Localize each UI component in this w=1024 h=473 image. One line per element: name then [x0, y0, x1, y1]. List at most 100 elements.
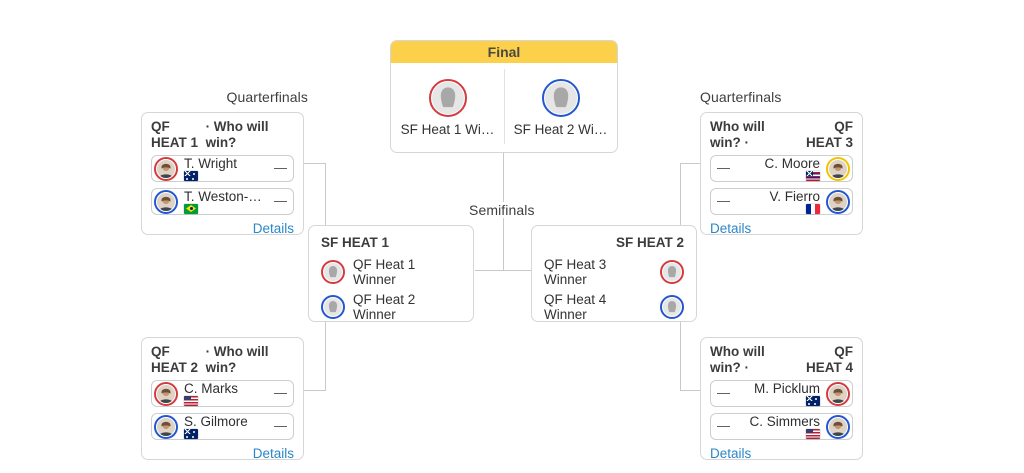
- player-name: V. Fierro: [769, 188, 820, 204]
- player-name-flag: V. Fierro: [769, 188, 820, 214]
- qf-question-label: · Who will win?: [205, 119, 269, 150]
- australia-flag-icon: [806, 395, 820, 406]
- final-card: Final SF Heat 1 Wi… SF Heat 2 Wi…: [390, 40, 618, 153]
- quarterfinal-heat-1-card: QF HEAT 1 · Who will win? T. Wright — T.…: [141, 112, 304, 236]
- qf-heat-label: QF HEAT 3: [805, 119, 853, 150]
- silhouette-avatar-icon: [660, 295, 684, 319]
- semifinal-slot[interactable]: QF Heat 4 Winner: [544, 292, 684, 322]
- score-dash: —: [717, 418, 730, 433]
- details-link[interactable]: Details: [710, 446, 752, 461]
- final-divider: [504, 69, 505, 144]
- player-name: C. Simmers: [749, 413, 821, 429]
- semifinal-heat-1-card: SF HEAT 1 QF Heat 1 Winner QF Heat 2 Win…: [308, 225, 474, 322]
- brazil-flag-icon: [184, 203, 198, 214]
- player-row[interactable]: V. Fierro —: [710, 188, 853, 215]
- quarterfinals-label-right: Quarterfinals: [700, 89, 782, 105]
- player-name-flag: T. Wright: [184, 155, 238, 181]
- quarterfinals-label-left: Quarterfinals: [226, 89, 308, 105]
- qf-header: QF HEAT 2 · Who will win?: [151, 344, 294, 376]
- player-photo-avatar: [154, 381, 178, 406]
- quarterfinal-heat-4-card: Who will win? · QF HEAT 4 M. Picklum — C…: [700, 337, 863, 461]
- usa-flag-icon: [806, 428, 820, 439]
- score-dash: —: [274, 160, 287, 175]
- player-name-flag: S. Gilmore: [184, 413, 248, 439]
- semifinal-slot-label: QF Heat 4 Winner: [544, 292, 607, 322]
- semifinal-slot-label: QF Heat 3 Winner: [544, 257, 607, 287]
- qf-header: Who will win? · QF HEAT 3: [710, 119, 853, 151]
- qf-heat-label: QF HEAT 4: [805, 344, 853, 375]
- details-link[interactable]: Details: [710, 221, 752, 236]
- player-row[interactable]: C. Marks —: [151, 380, 294, 407]
- player-name-flag: T. Weston-…: [184, 189, 262, 214]
- quarterfinal-heat-3-card: Who will win? · QF HEAT 3 C. Moore — V. …: [700, 112, 863, 236]
- semifinal-heat-2-title: SF HEAT 2: [615, 235, 684, 250]
- semifinal-slot-label: QF Heat 2 Winner: [353, 292, 416, 322]
- player-row[interactable]: C. Simmers —: [710, 413, 853, 440]
- connector-qf2-horizontal: [304, 390, 326, 391]
- connector-qf4-horizontal: [680, 390, 702, 391]
- player-name: T. Wright: [184, 155, 238, 171]
- final-body: SF Heat 1 Wi… SF Heat 2 Wi…: [391, 63, 617, 152]
- player-row[interactable]: S. Gilmore —: [151, 413, 294, 440]
- score-dash: —: [274, 418, 287, 433]
- hawaii-flag-icon: [806, 170, 820, 181]
- player-row[interactable]: C. Moore —: [710, 155, 853, 182]
- player-photo-avatar: [826, 414, 850, 439]
- player-name-flag: C. Simmers: [749, 413, 821, 439]
- final-slot-2[interactable]: SF Heat 2 Wi…: [504, 63, 617, 152]
- player-photo-avatar: [826, 156, 850, 181]
- score-dash: —: [274, 385, 287, 400]
- score-dash: —: [717, 385, 730, 400]
- score-dash: —: [274, 193, 287, 208]
- player-photo-avatar: [826, 189, 850, 214]
- semifinal-slot[interactable]: QF Heat 2 Winner: [321, 292, 461, 322]
- final-slot-1[interactable]: SF Heat 1 Wi…: [391, 63, 504, 152]
- player-name: C. Moore: [764, 155, 820, 171]
- score-dash: —: [717, 160, 730, 175]
- final-title: Final: [487, 44, 521, 60]
- semifinal-heat-2-card: SF HEAT 2 QF Heat 3 Winner QF Heat 4 Win…: [531, 225, 697, 322]
- qf-question-label: · Who will win?: [205, 344, 269, 375]
- silhouette-avatar-icon: [541, 78, 580, 117]
- player-name-flag: C. Moore: [764, 155, 820, 181]
- usa-flag-icon: [184, 395, 198, 406]
- player-name: S. Gilmore: [184, 413, 248, 429]
- australia-flag-icon: [184, 170, 198, 181]
- player-row[interactable]: M. Picklum —: [710, 380, 853, 407]
- player-photo-avatar: [154, 156, 178, 181]
- connector-qf4-vertical: [680, 322, 681, 391]
- player-photo-avatar: [154, 189, 178, 214]
- connector-qf1-horizontal: [304, 163, 326, 164]
- final-header: Final: [391, 41, 617, 63]
- player-photo-avatar: [826, 381, 850, 406]
- details-link[interactable]: Details: [252, 221, 294, 236]
- score-dash: —: [717, 193, 730, 208]
- semifinal-heat-1-title: SF HEAT 1: [321, 235, 390, 250]
- connector-qf1-vertical: [325, 163, 326, 225]
- final-slot-2-label: SF Heat 2 Wi…: [513, 121, 608, 137]
- quarterfinal-heat-2-card: QF HEAT 2 · Who will win? C. Marks — S. …: [141, 337, 304, 461]
- player-row[interactable]: T. Weston-… —: [151, 188, 294, 215]
- player-name-flag: C. Marks: [184, 380, 238, 406]
- semifinal-slot[interactable]: QF Heat 3 Winner: [544, 257, 684, 287]
- qf-header: Who will win? · QF HEAT 4: [710, 344, 853, 376]
- player-name-flag: M. Picklum: [753, 380, 820, 406]
- player-name: M. Picklum: [753, 380, 820, 396]
- qf-question-label: Who will win? ·: [710, 344, 765, 375]
- player-row[interactable]: T. Wright —: [151, 155, 294, 182]
- silhouette-avatar-icon: [321, 260, 345, 284]
- connector-qf3-horizontal: [680, 163, 702, 164]
- connector-qf3-vertical: [680, 163, 681, 225]
- player-name: C. Marks: [184, 380, 238, 396]
- qf-header: QF HEAT 1 · Who will win?: [151, 119, 294, 151]
- australia-flag-icon: [184, 428, 198, 439]
- connector-qf2-vertical: [325, 322, 326, 391]
- connector-semifinal-horizontal: [475, 270, 532, 271]
- semifinal-slot[interactable]: QF Heat 1 Winner: [321, 257, 461, 287]
- semifinal-slot-label: QF Heat 1 Winner: [353, 257, 416, 287]
- qf-question-label: Who will win? ·: [710, 119, 765, 150]
- semifinals-label: Semifinals: [462, 202, 542, 218]
- qf-heat-label: QF HEAT 1: [151, 119, 199, 150]
- details-link[interactable]: Details: [252, 446, 294, 461]
